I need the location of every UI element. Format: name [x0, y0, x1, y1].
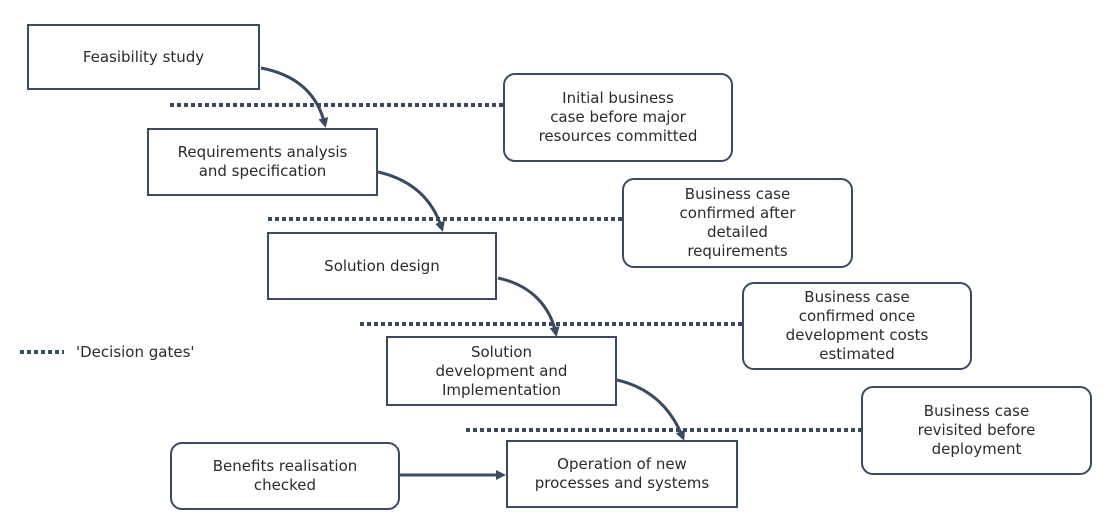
arrow-requirements-to-design [377, 170, 445, 232]
gate-callout-3-label: Business case confirmed once development… [785, 288, 929, 363]
step-operation: Operation of new processes and systems [506, 440, 738, 508]
step-requirements-label: Requirements analysis and specification [177, 143, 348, 180]
benefits-label: Benefits realisation checked [212, 457, 358, 494]
gate-callout-2: Business case confirmed after detailed r… [622, 178, 853, 268]
gate-callout-4-label: Business case revisited before deploymen… [917, 402, 1036, 458]
gate-callout-2-label: Business case confirmed after detailed r… [679, 185, 796, 260]
gate-callout-4: Business case revisited before deploymen… [861, 386, 1092, 475]
benefits-realisation-box: Benefits realisation checked [170, 442, 400, 510]
step-design-label: Solution design [324, 256, 440, 275]
step-requirements-analysis: Requirements analysis and specification [147, 128, 378, 196]
arrow-development-to-operation [616, 378, 686, 441]
step-solution-design: Solution design [267, 232, 497, 300]
legend: 'Decision gates' [20, 343, 195, 361]
gate-callout-1: Initial business case before major resou… [503, 73, 733, 162]
step-development-label: Solution development and Implementation [435, 342, 568, 399]
legend-dotted-line [20, 350, 64, 354]
gate-callout-1-label: Initial business case before major resou… [538, 89, 698, 145]
step-operation-label: Operation of new processes and systems [534, 455, 710, 492]
step-feasibility-label: Feasibility study [82, 47, 205, 66]
step-feasibility-study: Feasibility study [27, 24, 260, 90]
arrow-design-to-development [497, 276, 560, 337]
gate-callout-3: Business case confirmed once development… [742, 282, 972, 370]
arrow-feasibility-to-requirements [260, 66, 329, 128]
step-solution-development: Solution development and Implementation [386, 336, 617, 406]
legend-label: 'Decision gates' [76, 343, 195, 361]
